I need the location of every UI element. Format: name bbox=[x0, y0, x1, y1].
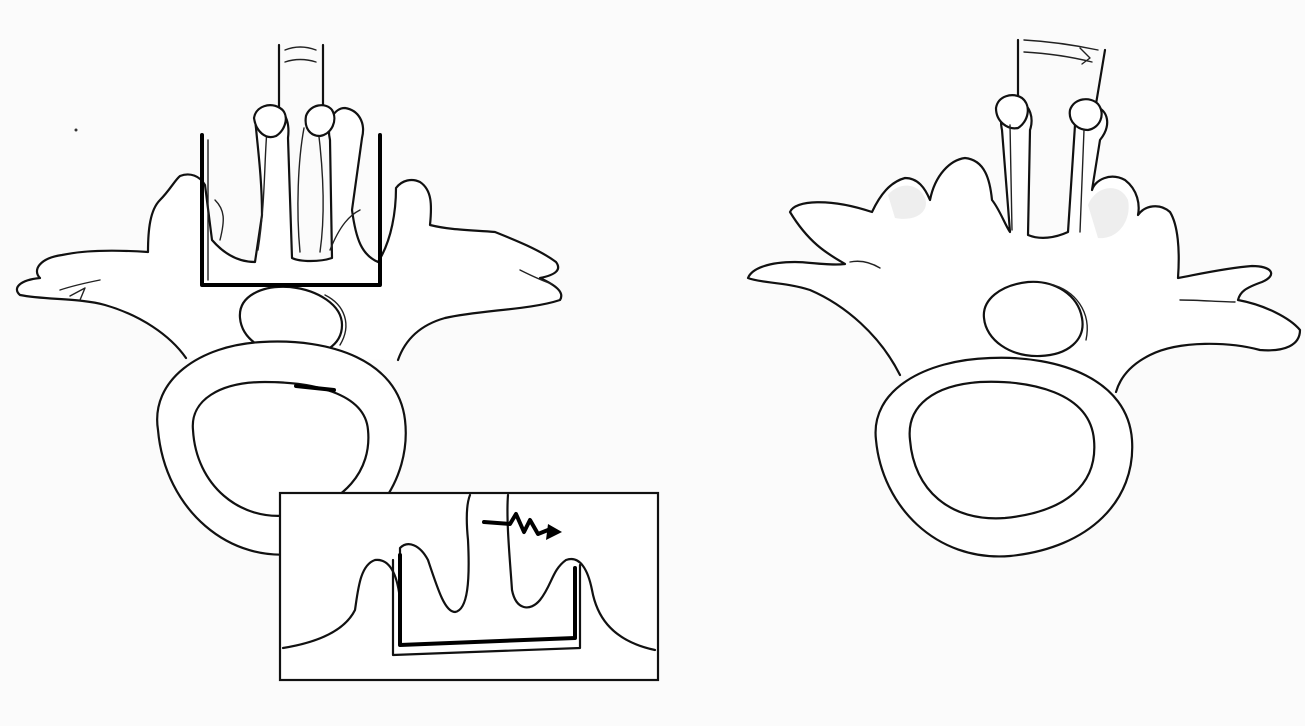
right-spinal-canal bbox=[984, 282, 1083, 356]
implant-inset bbox=[280, 493, 658, 680]
left-vertebra bbox=[17, 45, 561, 555]
left-instrument-shaft bbox=[279, 45, 323, 112]
right-vertebra bbox=[748, 40, 1300, 556]
